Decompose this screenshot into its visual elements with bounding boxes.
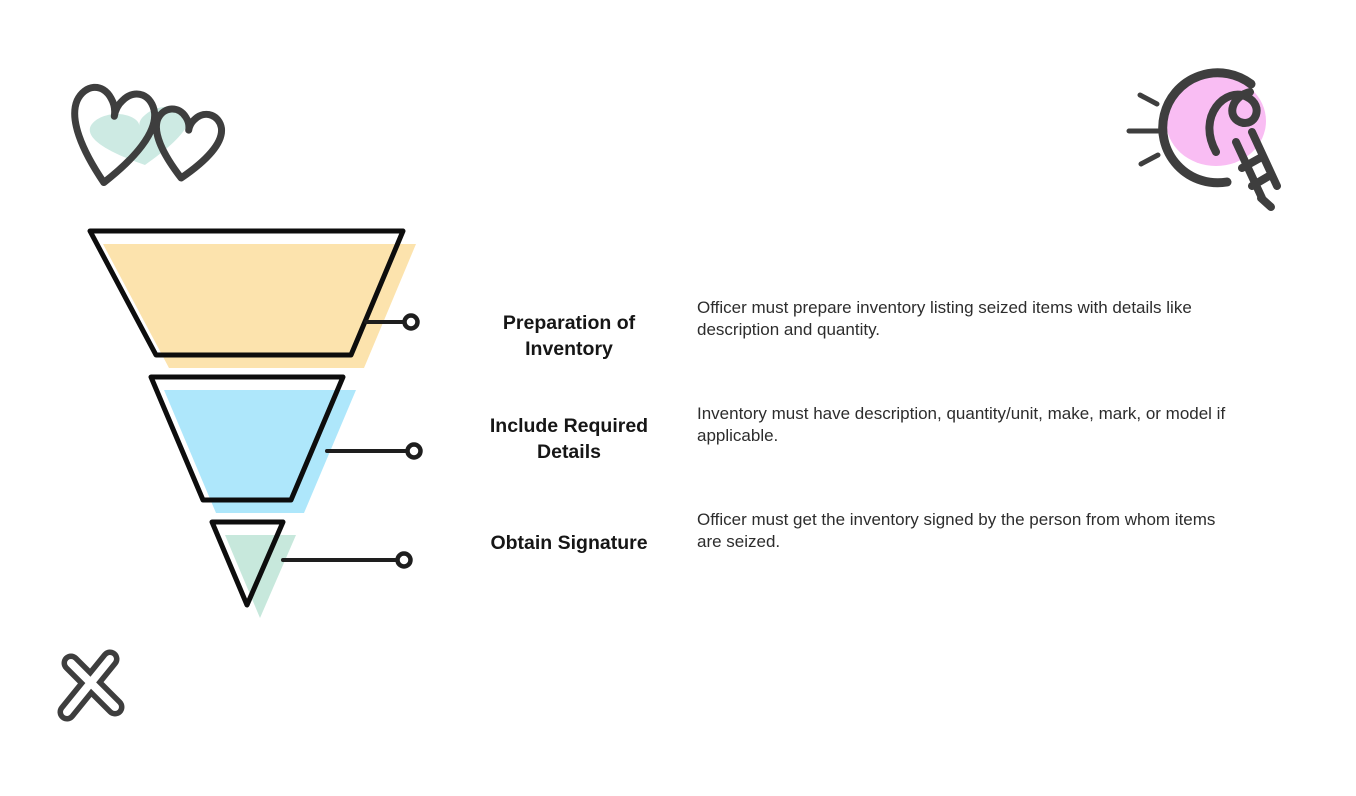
cross-outer-stroke	[57, 649, 125, 722]
funnel-tier-3-outline	[209, 519, 286, 608]
funnel-diagram	[87, 228, 423, 618]
funnel-tier-1-outline	[87, 228, 406, 358]
funnel-tier-3-fill	[225, 535, 296, 618]
connector-ring-1	[402, 313, 420, 331]
cross-icon	[57, 649, 125, 722]
funnel-tier-3	[209, 519, 296, 618]
connector-2	[325, 442, 423, 460]
funnel-tier-1	[87, 228, 416, 368]
bulb-stem	[1232, 128, 1281, 211]
heart-outline-small	[149, 107, 224, 183]
bulb-filament-loop	[1205, 88, 1261, 156]
step-3-description: Officer must get the inventory signed by…	[697, 510, 1216, 551]
connector-3	[281, 551, 413, 569]
heart-fill-shape	[89, 106, 189, 165]
funnel-tier-1-fill	[103, 244, 416, 368]
connector-1	[364, 313, 420, 331]
hearts-icon	[64, 85, 224, 189]
lightbulb-icon	[1126, 68, 1281, 211]
funnel-tier-2-fill	[164, 390, 356, 513]
step-2-title: Include Required Details	[489, 415, 649, 463]
heart-outline-large	[64, 85, 158, 189]
funnel-tier-2	[148, 374, 356, 513]
step-3-title: Obtain Signature	[490, 532, 648, 554]
cross-inner-stroke	[63, 655, 119, 716]
step-1-description: Officer must prepare inventory listing s…	[697, 298, 1192, 339]
funnel-tier-2-outline	[148, 374, 346, 503]
bulb-glass-arc	[1158, 68, 1256, 188]
connector-ring-2	[405, 442, 423, 460]
connector-ring-3	[395, 551, 413, 569]
step-1-title: Preparation of Inventory	[502, 312, 636, 360]
bulb-fill-shape	[1166, 76, 1266, 166]
step-2-description: Inventory must have description, quantit…	[697, 404, 1226, 445]
bulb-rays	[1126, 92, 1165, 167]
